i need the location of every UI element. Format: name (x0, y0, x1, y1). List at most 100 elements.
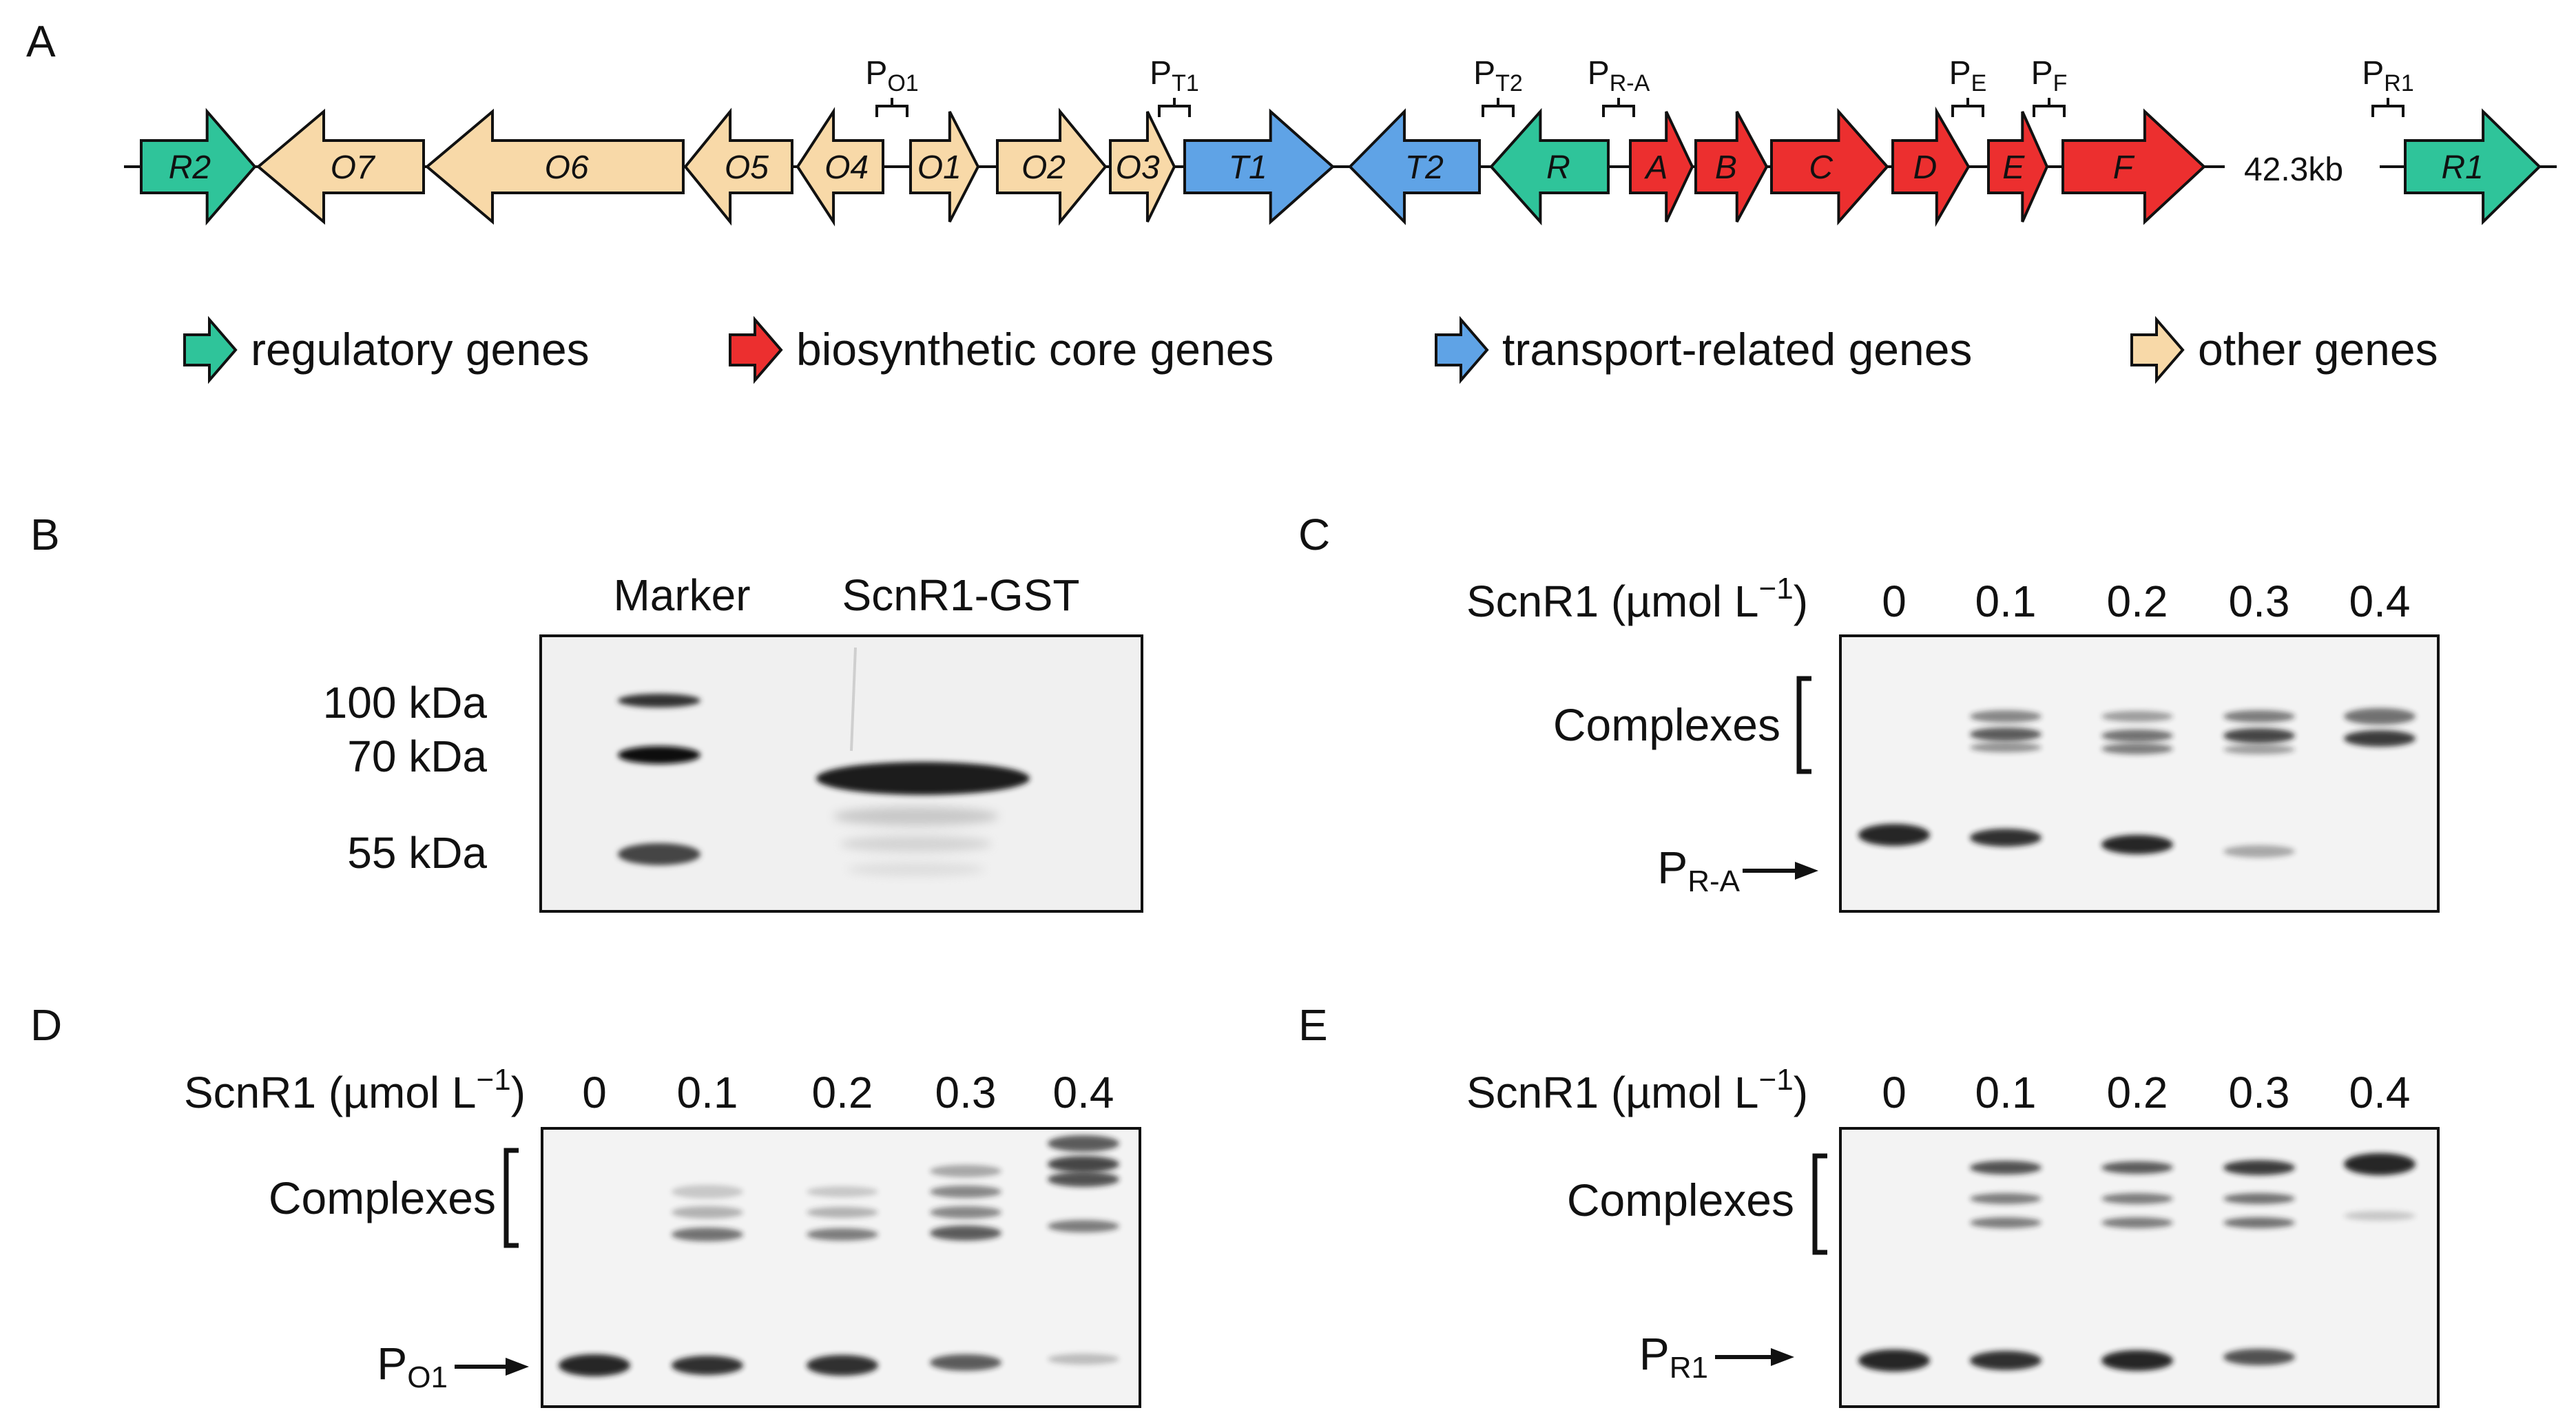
legend: regulatory genes biosynthetic core genes t… (183, 315, 2438, 384)
gel-band (930, 1354, 1001, 1371)
legend-item-regulatory: regulatory genes (183, 315, 590, 384)
gel-band (807, 1186, 878, 1197)
gene-arrow-icon (1770, 107, 1889, 226)
gel-band (930, 1225, 1001, 1241)
gene-arrow-icon (996, 107, 1108, 226)
gene-label: B (1715, 149, 1737, 186)
concentration-label: 0.4 (2349, 1068, 2411, 1117)
promoter-label: PT2 (1473, 55, 1523, 96)
bracket-icon (875, 98, 908, 117)
gel-band (2101, 1161, 2173, 1174)
panel-letter-d: D (30, 1000, 62, 1050)
gene-t2: T2 (1348, 108, 1481, 225)
probe-label: PR1 (1639, 1328, 1708, 1385)
concentration-label: 0.2 (812, 1068, 873, 1117)
gene-arrow-icon (683, 107, 793, 226)
gene-label: E (2002, 149, 2025, 186)
gene-label: O1 (917, 149, 962, 186)
concentration-axis-label: ScnR1 (µmol L−1) (1466, 1063, 1808, 1117)
marker-size-100kda: 100 kDa (323, 678, 488, 727)
panel-b: B Marker ScnR1-GST 100 kDa 70 kDa 55 kDa (30, 510, 1143, 913)
legend-swatch-arrow-icon (2130, 315, 2185, 384)
legend-item-other: other genes (2130, 315, 2438, 384)
promoter-r-a: PR-A (1588, 55, 1650, 117)
gene-label: T1 (1229, 149, 1267, 186)
gel-band (1858, 824, 1930, 846)
bracket-icon (1482, 98, 1515, 117)
gene-a: A (1629, 111, 1694, 223)
emsa-gel-frame (1839, 634, 2440, 913)
gene-c: C (1770, 107, 1889, 226)
gap-label: 42.3kb (2244, 152, 2343, 188)
bracket-icon (1812, 1153, 1827, 1255)
gene-arrow-icon (424, 108, 685, 225)
probe-label: PR-A (1657, 842, 1740, 898)
complexes-label: Complexes (269, 1172, 496, 1223)
gene-arrow-icon (2061, 108, 2206, 225)
gel-band (2223, 1217, 2295, 1228)
gel-band (2223, 710, 2295, 723)
promoter-o1: PO1 (865, 55, 919, 117)
gene-label: O3 (1116, 149, 1160, 186)
panel-letter-a: A (26, 17, 56, 66)
gel-band (1048, 1172, 1119, 1187)
gel-band (1970, 743, 2042, 752)
marker-band-55kda (618, 843, 700, 865)
gene-f: F (2061, 108, 2206, 225)
promoter-label: PE (1949, 55, 1987, 96)
bracket-icon (2033, 98, 2066, 117)
gene-o5: O5 (683, 107, 793, 226)
protein-smear-1 (833, 807, 999, 826)
gene-label: R1 (2441, 149, 2483, 186)
legend-label: transport-related genes (1502, 324, 1972, 375)
bracket-icon (1158, 98, 1191, 117)
promoter-label: PT1 (1150, 55, 1199, 96)
gene-arrow-icon (1183, 108, 1336, 225)
concentration-label: 0.1 (1975, 1068, 2037, 1117)
legend-label: biosynthetic core genes (796, 324, 1274, 375)
gene-arrow-icon (1109, 111, 1176, 223)
gel-band (2223, 1193, 2295, 1204)
bracket-icon (2371, 98, 2404, 117)
gene-label: O7 (331, 149, 376, 186)
gel-band (2101, 835, 2173, 854)
right-arrow-icon (1771, 1348, 1794, 1366)
gene-label: A (1643, 149, 1668, 186)
gel-band (1970, 727, 2042, 741)
bracket-icon (503, 1148, 519, 1248)
gene-arrow-icon (796, 107, 884, 227)
bracket-icon (1796, 676, 1811, 774)
gene-label: O5 (725, 149, 769, 186)
gene-label: O4 (824, 149, 869, 186)
gene-arrow-icon (1629, 111, 1694, 223)
marker-band-70kda (618, 746, 700, 764)
gene-o3: O3 (1109, 111, 1176, 223)
gel-band (1048, 1354, 1119, 1365)
gene-o1: O1 (909, 111, 980, 223)
gene-b: B (1694, 111, 1769, 223)
gene-o2: O2 (996, 107, 1108, 226)
gel-band (807, 1207, 878, 1218)
gel-band (1970, 710, 2042, 723)
marker-band-100kda (618, 694, 700, 707)
gene-d: D (1891, 106, 1971, 227)
promoter-t1: PT1 (1150, 55, 1199, 117)
gel-band (1048, 1135, 1119, 1152)
right-arrow-icon (1795, 862, 1818, 880)
gene-label: D (1913, 149, 1938, 186)
gel-band (2344, 730, 2416, 747)
gel-band (2223, 1160, 2295, 1175)
concentration-label: 0.3 (935, 1068, 997, 1117)
gene-r2: R2 (140, 107, 257, 226)
gel-band (2101, 711, 2173, 722)
gel-band (2101, 743, 2173, 754)
bracket-icon (1602, 98, 1635, 117)
concentration-label: 0 (582, 1068, 607, 1117)
gel-band (672, 1185, 743, 1199)
gene-o4: O4 (796, 107, 884, 227)
concentration-label: 0.3 (2229, 577, 2290, 626)
